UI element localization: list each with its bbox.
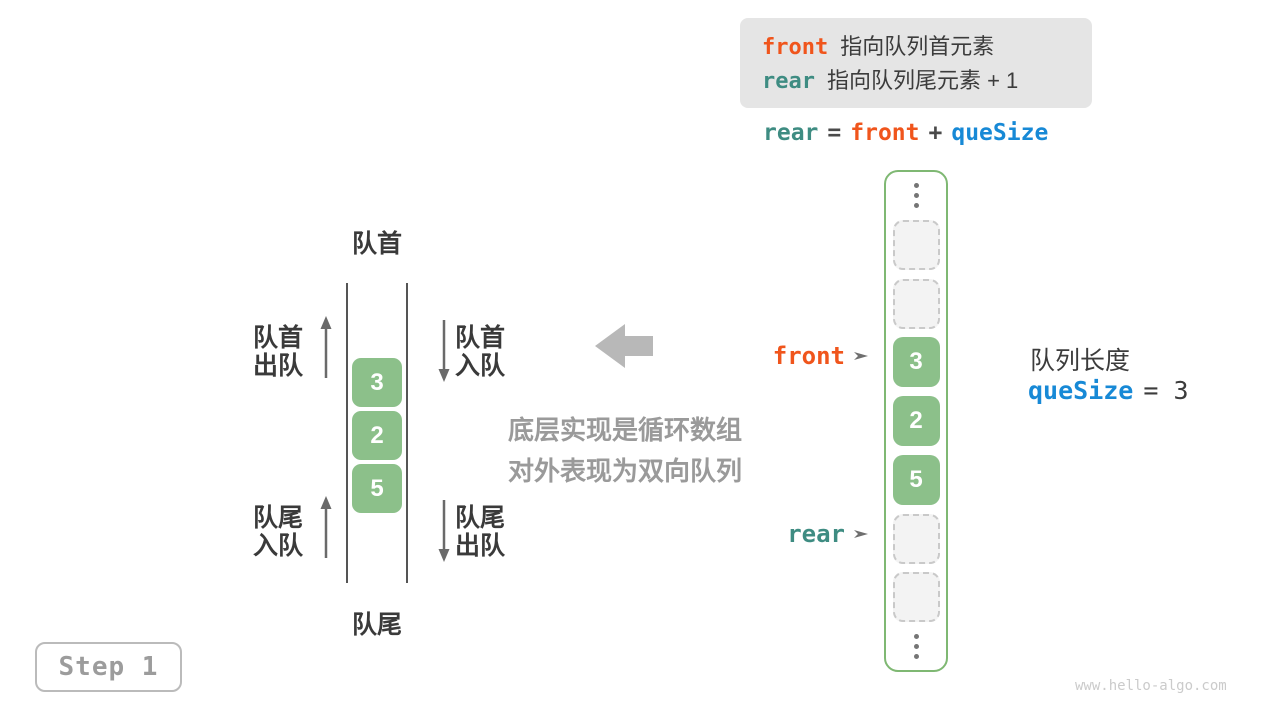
array-cell: 2 (892, 396, 940, 446)
front-description: 指向队列首元素 (840, 34, 995, 59)
down-arrow-icon (438, 500, 450, 562)
left-block-arrow-icon (595, 324, 653, 368)
queue-head-label: 队首 (351, 230, 402, 258)
queue-length-label: 队列长度 (1030, 347, 1131, 375)
watermark: www.hello-algo.com (1075, 678, 1227, 694)
tail-enqueue-label: 队尾 入队 (253, 504, 304, 560)
right-arrow-icon (854, 530, 868, 538)
ellipsis-bottom-icon (913, 631, 919, 662)
pointer-legend-box: front 指向队列首元素 rear 指向队列尾元素 + 1 (740, 18, 1092, 108)
queue-cell: 5 (352, 464, 402, 513)
legend-line-front: front 指向队列首元素 (762, 30, 1092, 64)
rear-formula: rear = front + queSize (763, 120, 1048, 146)
channel-left-wall (346, 283, 348, 583)
array-cell-empty (892, 572, 940, 623)
ellipsis-top-icon (913, 180, 919, 211)
rear-description: 指向队列尾元素 + 1 (826, 68, 1019, 93)
queue-cell: 3 (352, 358, 402, 407)
up-arrow-icon (320, 316, 332, 378)
array-cell: 5 (892, 454, 940, 505)
rear-keyword: rear (762, 69, 815, 94)
front-pointer: front (756, 342, 870, 370)
circular-array-container: 3 2 5 (884, 170, 948, 672)
down-arrow-icon (438, 320, 450, 382)
front-keyword: front (762, 35, 829, 60)
formula-equals: = (827, 120, 842, 146)
queue-length-value: queSize = 3 (1028, 376, 1189, 405)
up-arrow-icon (320, 496, 332, 558)
implementation-caption: 底层实现是循环数组 对外表现为双向队列 (507, 415, 742, 486)
tail-dequeue-label: 队尾 出队 (455, 504, 506, 560)
quesize-keyword: queSize (1028, 376, 1134, 405)
head-dequeue-label: 队首 出队 (253, 324, 304, 380)
array-cell-empty (892, 513, 940, 564)
array-cell-empty (892, 219, 940, 270)
array-cell-empty (892, 278, 940, 329)
rear-pointer: rear (756, 520, 870, 548)
right-arrow-icon (854, 352, 868, 360)
step-badge: Step 1 (35, 642, 182, 692)
quesize-value: = 3 (1143, 376, 1189, 405)
formula-rear: rear (763, 120, 819, 146)
queue-tail-label: 队尾 (351, 611, 402, 639)
queue-cell: 2 (352, 411, 402, 460)
formula-plus: + (928, 120, 943, 146)
array-cell: 3 (892, 337, 940, 388)
formula-front: front (850, 120, 920, 146)
formula-quesize: queSize (951, 120, 1049, 146)
channel-right-wall (406, 283, 408, 583)
head-enqueue-label: 队首 入队 (455, 324, 506, 380)
legend-line-rear: rear 指向队列尾元素 + 1 (762, 64, 1092, 98)
